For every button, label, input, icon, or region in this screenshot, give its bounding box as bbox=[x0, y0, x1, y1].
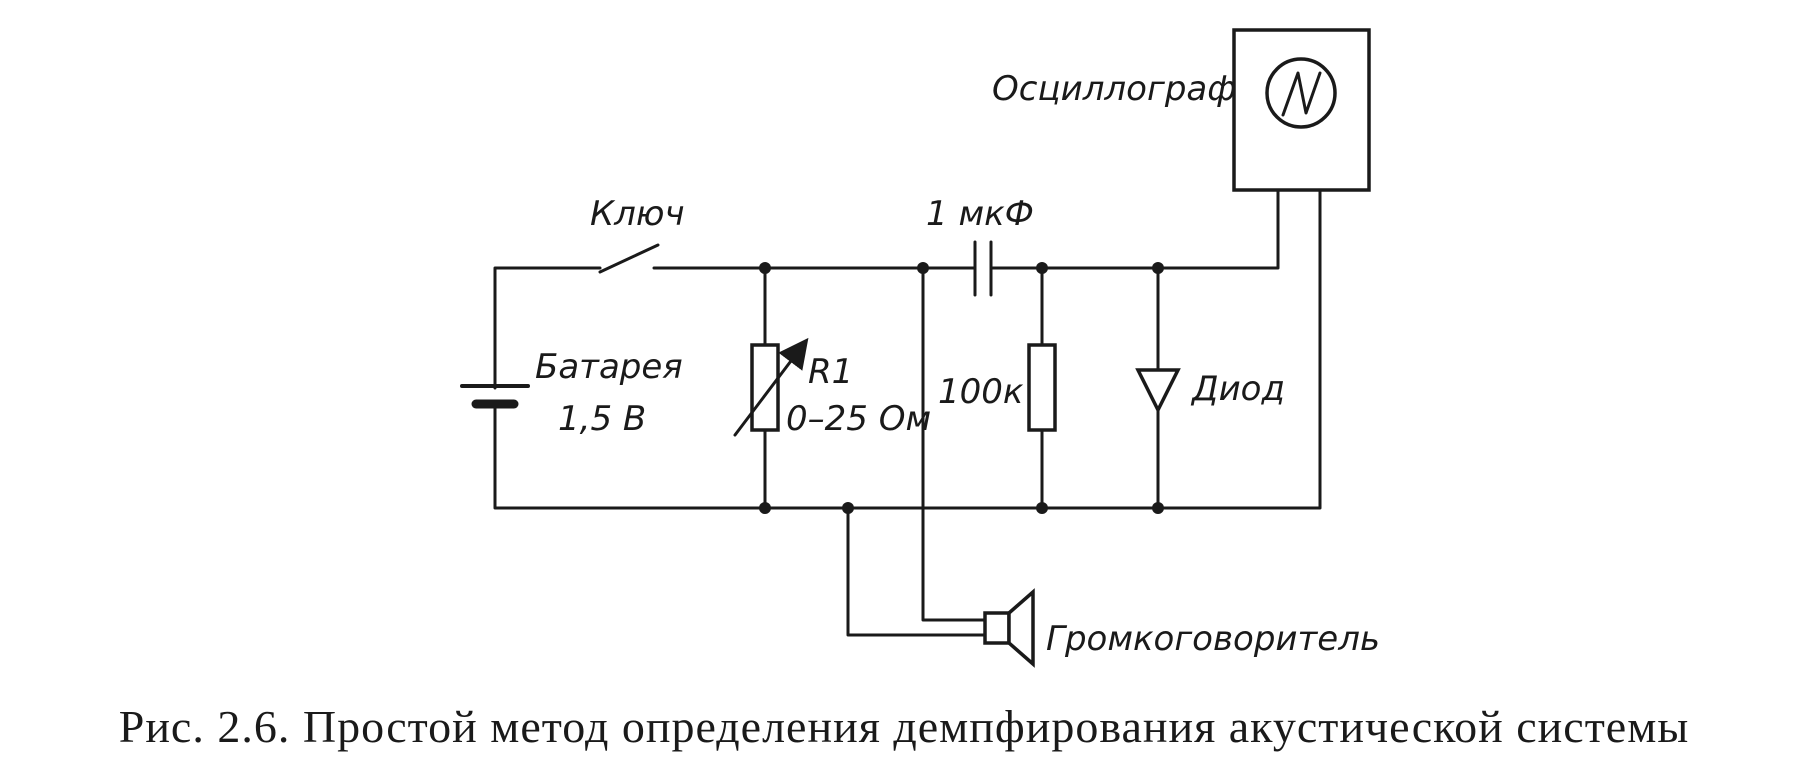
speaker-cone-icon bbox=[1007, 588, 1035, 668]
junction-dot bbox=[1152, 262, 1164, 274]
junction-dot bbox=[842, 502, 854, 514]
figure-caption: Рис. 2.6. Простой метод определения демп… bbox=[118, 701, 1690, 752]
junction-dot bbox=[1036, 262, 1048, 274]
battery-wire-bottom bbox=[493, 188, 1322, 510]
diode bbox=[1135, 368, 1181, 414]
rheostat-name-label: R1 bbox=[808, 352, 853, 392]
top-wire-left bbox=[493, 266, 602, 390]
junction-dot bbox=[1036, 502, 1048, 514]
battery bbox=[460, 384, 530, 409]
speaker-wire-upper bbox=[921, 266, 987, 622]
circuit-schematic: Осциллограф Ключ 1 мкФ Батарея 1,5 В R1 … bbox=[460, 28, 1380, 668]
speaker-label: Громкоговоритель bbox=[1046, 619, 1380, 659]
diode-triangle bbox=[1135, 368, 1181, 414]
resistor-100k bbox=[1027, 343, 1057, 432]
diode-label: Диод bbox=[1190, 369, 1285, 409]
junction-dot bbox=[759, 502, 771, 514]
speaker-magnet bbox=[983, 611, 1011, 645]
top-wire-right bbox=[989, 188, 1280, 270]
switch-label: Ключ bbox=[590, 194, 685, 234]
speaker-wire-lower bbox=[846, 506, 987, 637]
junction-dot bbox=[1152, 502, 1164, 514]
resistor-label: 100к bbox=[938, 372, 1024, 412]
oscilloscope-label: Осциллограф bbox=[992, 69, 1236, 109]
junction-dot bbox=[759, 262, 771, 274]
battery-value-label: 1,5 В bbox=[558, 399, 646, 439]
capacitor bbox=[973, 240, 993, 297]
battery-name-label: Батарея bbox=[535, 347, 683, 387]
rheostat-arrow bbox=[733, 337, 809, 437]
rheostat-r1 bbox=[750, 343, 780, 432]
capacitor-label: 1 мкФ bbox=[926, 194, 1034, 234]
rheostat-value-label: 0–25 Ом bbox=[786, 399, 931, 439]
oscilloscope bbox=[1232, 28, 1371, 192]
junction-dot bbox=[917, 262, 929, 274]
junctions bbox=[759, 262, 1164, 514]
switch-blade bbox=[598, 243, 660, 274]
speaker bbox=[983, 588, 1035, 668]
sine-wave-icon bbox=[1281, 71, 1322, 117]
